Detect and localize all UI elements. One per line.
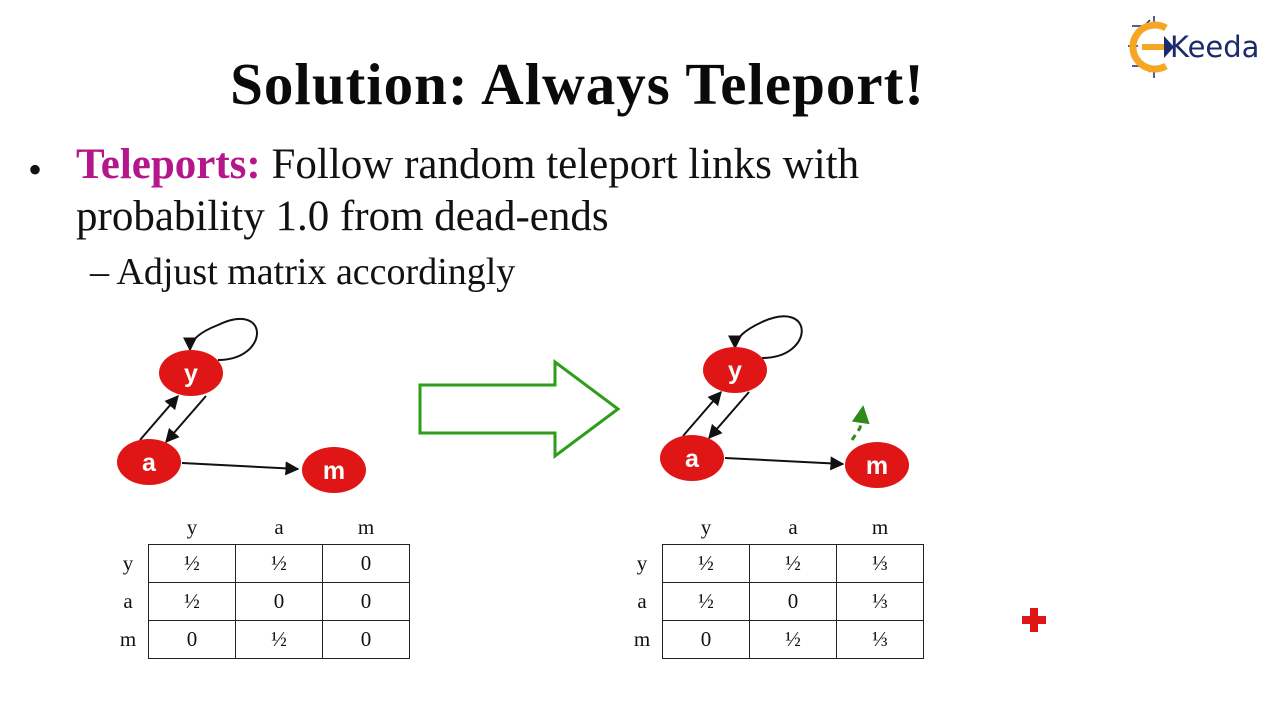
left-graph: y a m	[117, 318, 366, 493]
left-node-y	[159, 350, 223, 396]
bullet-text: Follow random teleport links with	[260, 141, 860, 188]
right-node-m-label: m	[866, 452, 888, 480]
ekeeda-logo	[1128, 16, 1174, 78]
left-edge-y-self	[183, 318, 258, 361]
left-cell: ½	[148, 582, 236, 621]
right-row-header: m	[633, 627, 651, 651]
bullet-line-1: Teleports: Follow random teleport links …	[76, 140, 859, 189]
table-row: m 0 ½ ⅓	[622, 620, 924, 659]
left-node-m	[302, 447, 366, 493]
left-cell: 0	[148, 620, 236, 659]
left-edge-a-m	[181, 461, 300, 476]
left-edge-a-y	[139, 394, 179, 441]
right-edge-y-self	[728, 315, 803, 359]
right-cell: ½	[662, 544, 750, 583]
left-node-m-label: m	[323, 457, 345, 485]
left-matrix: y a m y ½ ½ 0 a ½ 0 0 m 0 ½ 0	[108, 510, 410, 659]
left-cell: ½	[235, 544, 323, 583]
right-cell: ⅓	[836, 582, 924, 621]
right-col-header: m	[871, 514, 889, 539]
left-col-header: y	[186, 514, 198, 539]
left-row-header: a	[123, 589, 133, 613]
right-cell: 0	[662, 620, 750, 659]
left-col-header: m	[357, 514, 375, 539]
table-row: m 0 ½ 0	[108, 620, 410, 659]
table-row: a ½ 0 0	[108, 582, 410, 621]
right-cell: ⅓	[836, 544, 924, 583]
bullet-keyword: Teleports:	[76, 141, 261, 188]
right-node-a	[660, 435, 724, 481]
sub-bullet: – Adjust matrix accordingly	[90, 251, 516, 293]
table-row: a ½ 0 ⅓	[622, 582, 924, 621]
right-node-a-label: a	[685, 445, 700, 473]
pointer-cross-icon	[1022, 608, 1046, 632]
right-col-header: a	[788, 514, 798, 539]
right-teleport-link	[850, 405, 870, 441]
bullet-line-2: probability 1.0 from dead-ends	[76, 193, 609, 240]
left-node-y-label: y	[184, 360, 198, 388]
right-edge-a-m	[724, 456, 845, 471]
slide-title: Solution: Always Teleport!	[230, 51, 925, 117]
right-graph: y a m	[660, 315, 909, 488]
left-node-a-label: a	[142, 449, 157, 477]
left-cell: ½	[148, 544, 236, 583]
right-node-y	[703, 347, 767, 393]
table-row: y ½ ½ 0	[108, 544, 410, 583]
right-cell: ½	[662, 582, 750, 621]
left-row-header: y	[122, 551, 134, 575]
right-cell: ½	[749, 620, 837, 659]
right-cell: ½	[749, 544, 837, 583]
right-edge-a-y	[682, 390, 722, 437]
left-cell: 0	[235, 582, 323, 621]
transform-arrow-icon	[418, 359, 621, 459]
right-col-header: y	[700, 514, 712, 539]
right-cell: ⅓	[836, 620, 924, 659]
right-row-header: y	[636, 551, 648, 575]
left-cell: ½	[235, 620, 323, 659]
right-node-m	[845, 442, 909, 488]
left-col-header: a	[274, 514, 284, 539]
left-row-header: m	[119, 627, 137, 651]
right-node-y-label: y	[728, 357, 742, 385]
bullet-marker: •	[28, 147, 43, 192]
right-matrix: y a m y ½ ½ ⅓ a ½ 0 ⅓ m 0 ½ ⅓	[622, 510, 924, 659]
table-row: y ½ ½ ⅓	[622, 544, 924, 583]
left-cell: 0	[322, 620, 410, 659]
logo-wordmark: Keeda	[1170, 30, 1260, 64]
right-cell: 0	[749, 582, 837, 621]
right-edge-y-a	[708, 391, 750, 440]
right-row-header: a	[637, 589, 647, 613]
left-node-a	[117, 439, 181, 485]
left-edge-y-a	[165, 395, 207, 444]
logo-e-mark	[1129, 21, 1168, 73]
left-cell: 0	[322, 582, 410, 621]
left-cell: 0	[322, 544, 410, 583]
